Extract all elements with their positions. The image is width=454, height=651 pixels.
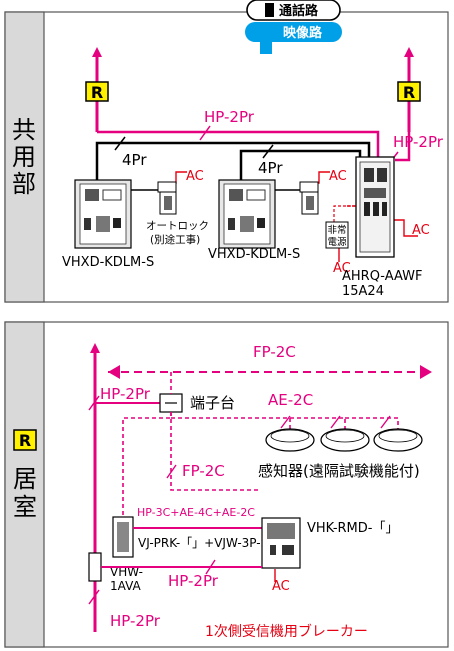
- r-badge-left-label: R: [91, 83, 103, 102]
- hp-top-trunk: [97, 130, 380, 157]
- ac-entrance-right: AC: [329, 169, 347, 184]
- residence-side-label-1: 居: [13, 465, 37, 493]
- autolock-left: [157, 181, 177, 215]
- vhw-label-line2: 1AVA: [110, 579, 142, 593]
- video-route-marker: [260, 30, 272, 54]
- 4pr-trunk-right: [239, 149, 362, 180]
- sensor-3: [373, 428, 423, 452]
- call-route-marker: [265, 3, 274, 17]
- cable-hp-main: HP-2Pr: [100, 385, 151, 403]
- entrance-station-left: [74, 179, 132, 249]
- cable-hp-bottom: HP-2Pr: [110, 612, 161, 630]
- ac-control: AC: [412, 223, 430, 238]
- entrance-station-right: [218, 179, 276, 249]
- ac-entrance-left: AC: [186, 169, 204, 184]
- legend: 通話路 映像路: [245, 0, 342, 54]
- entrance-right-model: VHXD-KDLM-S: [208, 247, 300, 262]
- control-model-line2: 15A24: [342, 284, 384, 299]
- emergency-label-line1: 非常: [327, 224, 346, 236]
- breaker-label: 1次側受信機用ブレーカー: [205, 623, 368, 640]
- 4pr-trunk-left: [95, 141, 371, 180]
- residence-r-badge: [13, 429, 37, 451]
- cable-indoor: HP-3C+AE-4C+AE-2C: [137, 506, 255, 519]
- r-badge-right-label: R: [403, 83, 415, 102]
- terminal-label: 端子台: [190, 394, 235, 412]
- terminal-block: [159, 393, 183, 413]
- autolock-note-line2: (別途工事): [150, 233, 200, 246]
- vhw-unit: [88, 552, 102, 582]
- ac-power: AC: [333, 261, 351, 276]
- sensor-2: [320, 428, 370, 452]
- entrance-left-model: VHXD-KDLM-S: [62, 255, 154, 270]
- monitor-unit: [261, 517, 301, 569]
- residence-side-label-2: 室: [13, 493, 37, 521]
- hp-right-branch: [395, 132, 411, 162]
- indoor-unit: [112, 516, 134, 558]
- emergency-label-line2: 電源: [327, 237, 347, 248]
- cable-fp-top: FP-2C: [253, 343, 296, 361]
- emergency-power-box: 非常 電源: [325, 221, 349, 249]
- call-route-legend-label: 通話路: [279, 3, 319, 19]
- r-badge-right: R: [397, 81, 421, 102]
- ac-monitor: AC: [272, 579, 290, 594]
- monitor-model: VHK-RMD-「」: [307, 521, 398, 536]
- cable-fp-mid: FP-2C: [182, 462, 225, 480]
- cable-ae: AE-2C: [268, 391, 313, 409]
- autolock-right: [299, 181, 319, 215]
- residence-panel: R 居 室: [4, 321, 449, 648]
- video-route-legend-label: 映像路: [283, 25, 323, 41]
- common-side-label-2: 用: [12, 143, 36, 171]
- sensor-1: [265, 428, 315, 452]
- residence-r-badge-label: R: [19, 431, 31, 450]
- cable-hp-right: HP-2Pr: [393, 133, 444, 151]
- cable-hp-top: HP-2Pr: [204, 108, 255, 126]
- indoor-model: VJ-PRK-「」+VJW-3P-S: [138, 536, 268, 550]
- vhw-label-line1: VHW-: [110, 565, 143, 579]
- cable-4pr-left: 4Pr: [122, 151, 147, 169]
- cable-hp-mid: HP-2Pr: [168, 572, 219, 590]
- r-badge-left: R: [85, 81, 109, 102]
- sensor-label: 感知器(遠隔試験機能付): [258, 462, 420, 480]
- control-unit: [355, 156, 395, 258]
- autolock-note-line1: オートロック: [146, 220, 209, 232]
- control-model-line1: AHRQ-AAWF: [342, 269, 422, 284]
- cable-4pr-right: 4Pr: [258, 159, 283, 177]
- common-side-label-3: 部: [12, 170, 36, 198]
- common-side-label-1: 共: [12, 116, 36, 144]
